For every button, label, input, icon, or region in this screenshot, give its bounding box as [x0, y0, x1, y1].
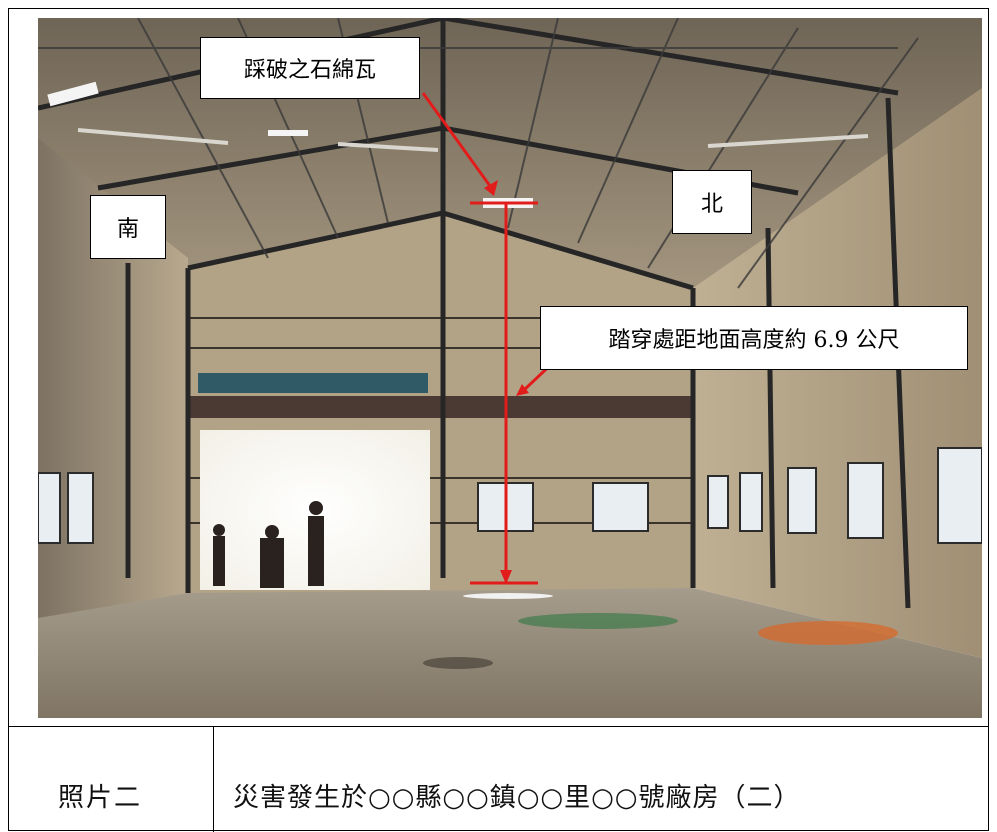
caption-text: 災害發生於○○縣○○鎮○○里○○號廠房（二） [233, 783, 801, 813]
callout-height-note-text: 踏穿處距地面高度約 6.9 公尺 [608, 328, 900, 353]
callout-north: 北 [672, 170, 752, 234]
caption-divider [213, 727, 214, 832]
caption-row: 照片二 災害發生於○○縣○○鎮○○里○○號廠房（二） [8, 726, 989, 832]
callout-height-note: 踏穿處距地面高度約 6.9 公尺 [540, 306, 968, 370]
callout-broken-tile: 踩破之石綿瓦 [200, 37, 420, 99]
callout-broken-tile-text: 踩破之石綿瓦 [243, 58, 376, 83]
callout-north-text: 北 [700, 192, 723, 217]
caption-label: 照片二 [58, 783, 143, 813]
callout-south: 南 [90, 195, 166, 259]
callout-south-text: 南 [116, 217, 139, 242]
